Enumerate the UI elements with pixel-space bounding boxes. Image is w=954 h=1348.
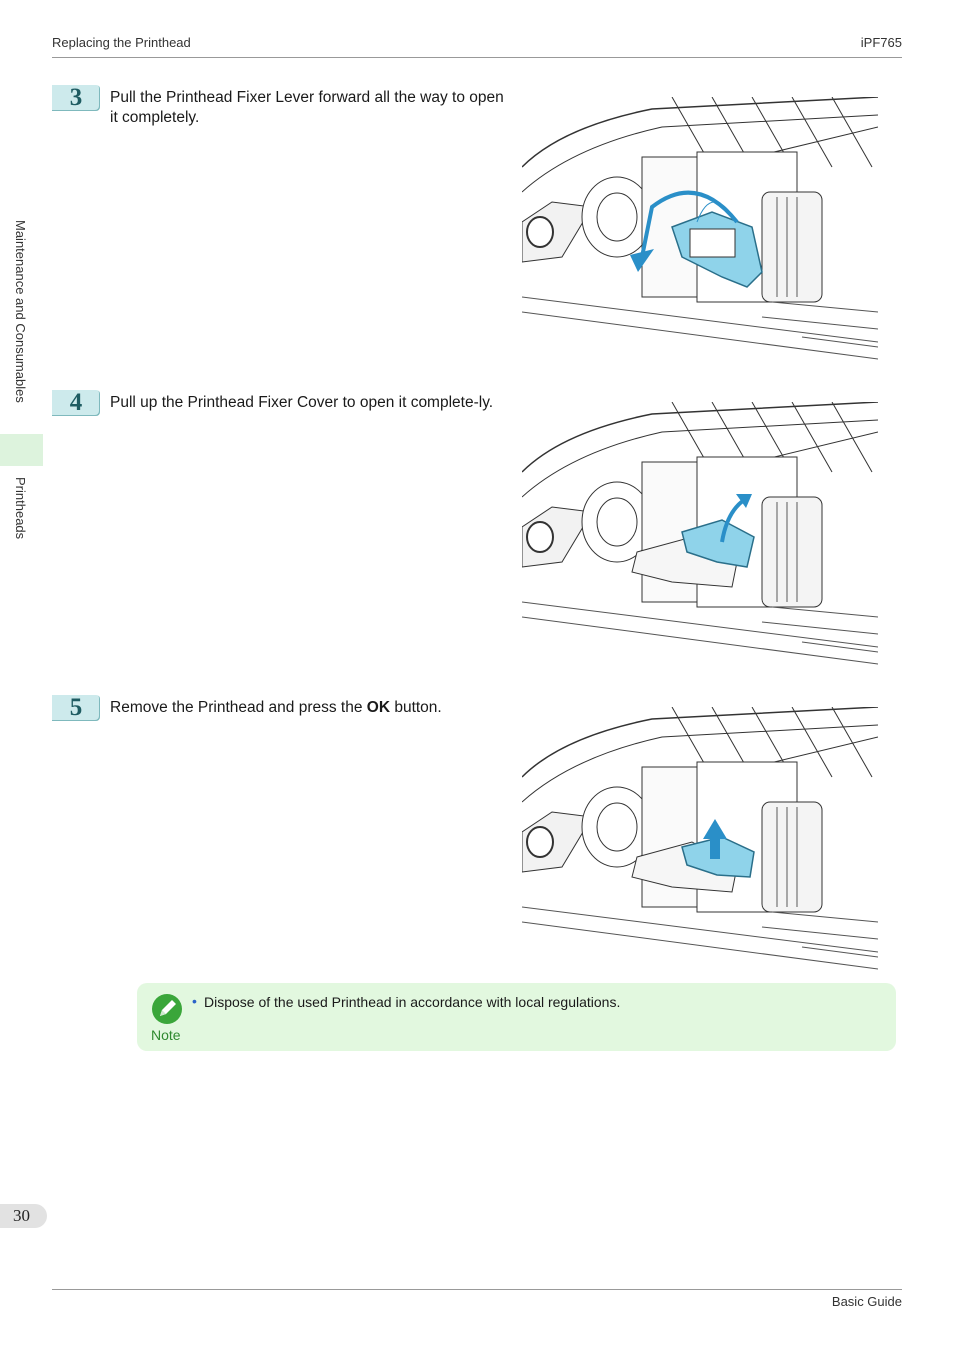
ok-button-label: OK xyxy=(366,699,391,716)
step-3-number: 3 xyxy=(52,85,100,111)
note-item: Dispose of the used Printhead in accorda… xyxy=(204,994,621,1010)
footer-divider xyxy=(52,1289,902,1290)
step-5-text-after: button. xyxy=(390,699,442,716)
header-section-title: Replacing the Printhead xyxy=(52,35,191,50)
printhead-fixer-cover-open-illustration xyxy=(522,402,878,668)
step-4-text: Pull up the Printhead Fixer Cover to ope… xyxy=(110,394,494,411)
step-5-text: Remove the Printhead and press the OK bu… xyxy=(110,698,510,718)
header-model-name: iPF765 xyxy=(860,35,902,50)
step-4-number: 4 xyxy=(52,390,100,416)
footer-guide-name: Basic Guide xyxy=(831,1294,902,1309)
header-divider xyxy=(52,57,902,58)
side-tab-chapter: Maintenance and Consumables xyxy=(13,220,28,403)
side-tab-subsection: Printheads xyxy=(13,477,28,540)
side-tab-marker xyxy=(0,434,43,466)
step-5-number: 5 xyxy=(52,695,100,721)
note-bullet: • xyxy=(192,993,197,1009)
note-label: Note xyxy=(151,1027,181,1043)
step-5-text-before: Remove the Printhead and press the xyxy=(110,699,367,716)
page-number: 30 xyxy=(0,1204,47,1228)
note-pencil-icon xyxy=(152,994,182,1024)
printhead-fixer-lever-open-illustration xyxy=(522,97,878,363)
note-box: Note • Dispose of the used Printhead in … xyxy=(137,983,896,1051)
step-3-text: Pull the Printhead Fixer Lever forward a… xyxy=(110,89,504,126)
printhead-removal-illustration xyxy=(522,707,878,973)
